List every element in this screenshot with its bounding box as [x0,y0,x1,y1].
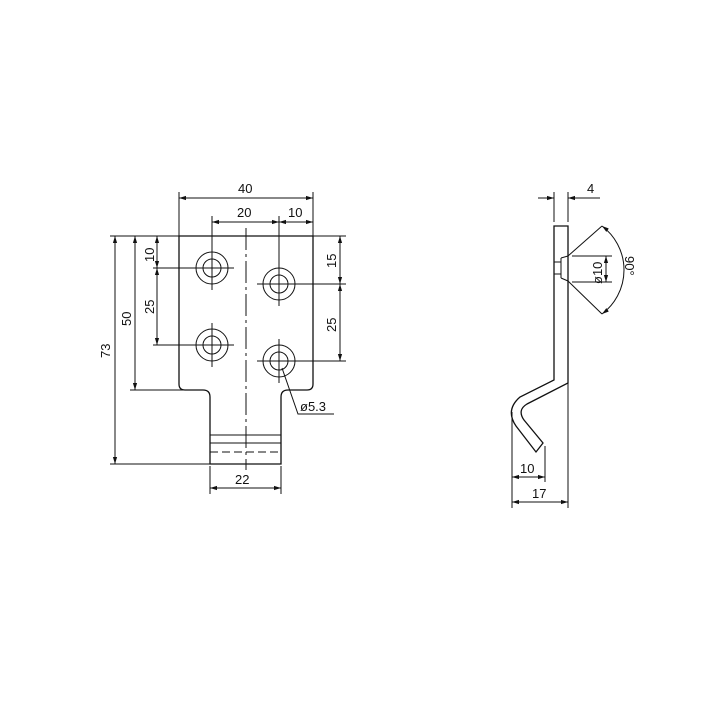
hole-bottom-left [190,323,234,367]
hole-top-left [190,246,234,290]
svg-text:ø5.3: ø5.3 [300,399,326,414]
svg-text:73: 73 [98,344,113,358]
dimension-right-edge-offset: 10 [279,205,313,225]
dimension-hook-inner: 10 [512,461,545,480]
svg-text:25: 25 [324,318,339,332]
dimension-overall-height: 73 [98,236,118,464]
hole-top-right [257,262,301,306]
dimension-tab-width: 22 [209,466,282,494]
side-profile [510,225,569,454]
dimension-overall-width: 40 [178,181,314,236]
side-view: ø10 90° 4 10 17 [510,181,637,508]
svg-text:22: 22 [235,472,249,487]
hole-bottom-right [257,339,301,383]
svg-text:40: 40 [238,181,252,196]
svg-text:10: 10 [520,461,534,476]
hole-diameter-callout: ø5.3 [281,367,334,415]
dimension-left-hole-spacing: 25 [142,268,160,345]
dimension-right-hole-spacing: 25 [324,284,343,361]
svg-text:10: 10 [142,248,157,262]
svg-text:20: 20 [237,205,251,220]
svg-text:10: 10 [288,205,302,220]
dimension-hook-overall: 17 [512,486,568,505]
dimension-thickness: 4 [538,181,600,222]
svg-text:90°: 90° [622,256,637,276]
dimension-top-to-left-hole: 10 [142,236,160,268]
dimension-top-to-right-hole: 15 [324,236,343,284]
svg-text:15: 15 [324,254,339,268]
countersink: ø10 90° [554,225,637,315]
svg-text:17: 17 [532,486,546,501]
svg-text:ø10: ø10 [590,262,605,284]
svg-text:25: 25 [142,300,157,314]
svg-text:4: 4 [587,181,594,196]
dimension-plate-height: 50 [119,236,138,390]
dimension-hole-spacing: 20 [211,205,280,268]
svg-text:50: 50 [119,312,134,326]
front-view: 40 20 10 73 50 10 [98,181,346,494]
